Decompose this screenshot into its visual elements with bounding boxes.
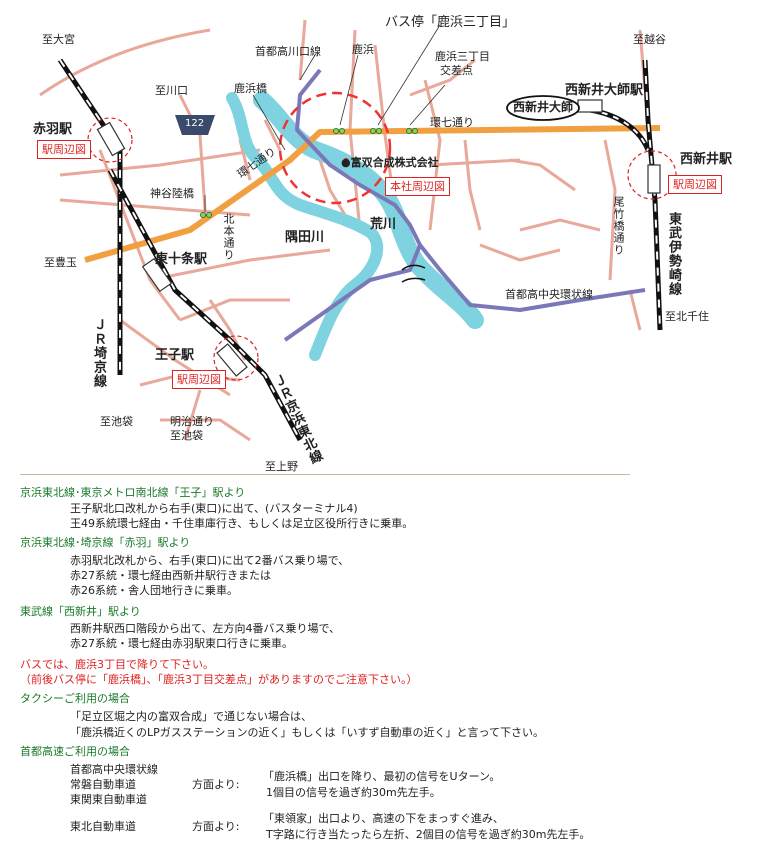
leader-lines [204,24,446,212]
label-nishiarai-station: 西新井駅 [680,152,733,167]
oji-line-1: 王子駅北口改札から右手(東口)に出て、(バスターミナル4) [70,502,358,515]
arakawa-river-path [253,91,484,329]
bridge-symbol [401,264,426,283]
label-kanshichi-east: 環七通り [430,116,474,129]
highway-b-route-1: 東北自動車道 [70,820,136,833]
company-marker [343,158,349,164]
akabane-line-1: 赤羽駅北改札から、右手(東口)に出て2番バス乗り場で、 [70,554,350,567]
label-to-ikebukuro: 至池袋 [100,415,133,428]
taxi-line-2: 「鹿浜橋近くのLPガスステーションの近く」もしくは「いすず自動車の近く」と言って… [70,726,544,739]
label-shuto-kawaguchi-line: 首都高川口線 [255,45,321,58]
highway-a-route-2: 常磐自動車道 [70,778,136,791]
label-company: ●富双合成株式会社 [341,156,439,169]
nishiarai-daishi-ellipse [506,95,580,121]
akabane-line-3: 赤26系統・舎人団地行きに乗車。 [70,584,238,597]
label-obitake-bashi-dori: 尾竹橋通り [612,196,625,256]
label-nishiarai-daishi-station: 西新井大師駅 [565,83,644,98]
highway-a-from: 方面より: [192,778,240,791]
local-roads [39,19,647,442]
map-graphics [39,19,677,442]
section-title-oji: 京浜東北線･東京メトロ南北線「王子」駅より [20,486,246,499]
label-arakawa: 荒川 [370,217,397,232]
nishiarai-line-2: 赤27系統・環七経由赤羽駅東口行きに乗車。 [70,637,293,650]
section-title-nishiarai: 東武線「西新井」駅より [20,605,141,618]
akabane-area-map-link[interactable]: 駅周辺図 [37,140,91,159]
oji-area-map-link[interactable]: 駅周辺図 [172,370,226,389]
label-jr-saikyo-line: ＪＲ埼京線 [91,318,106,388]
highway-a-route-1: 首都高中央環状線 [70,763,158,776]
taxi-line-1: 「足立区堀之内の富双合成」で通じない場合は、 [70,710,312,723]
label-intersection-l1: 鹿浜三丁目 [435,50,490,63]
label-kitahon-dori: 北本通り [222,213,235,261]
highway-a-route-3: 東関東自動車道 [70,793,147,806]
label-nishiarai-daishi: 西新井大師 [513,100,574,114]
bus-stop-markers [200,128,418,218]
hq-area-circle [278,91,392,205]
label-tobu-isesaki-line: 東武伊勢崎線 [666,212,681,296]
label-bus-stop-kanohama-3: バス停「鹿浜三丁目」 [385,15,516,30]
label-akabane-station: 赤羽駅 [33,122,73,137]
highway-a-desc-1: 「鹿浜橋」出口を降り、最初の信号をUターン。 [263,770,501,783]
label-to-toyotama: 至豊玉 [44,256,77,269]
label-kanohama-bridge: 鹿浜橋 [234,82,267,95]
label-to-omiya: 至大宮 [42,33,75,46]
label-higashi-jujo-station: 東十条駅 [155,252,208,267]
divider [20,474,630,475]
rivers [226,91,484,361]
hq-area-map-link[interactable]: 本社周辺図 [385,177,450,196]
highway-b-desc-2: T字路に行き当たったら左折、2個目の信号を過ぎ約30m先左手。 [266,828,591,841]
label-intersection-l2: 交差点 [440,64,473,77]
section-title-taxi: タクシーご利用の場合 [20,692,130,705]
label-oji-station: 王子駅 [155,348,195,363]
nishiarai-line-1: 西新井駅西口階段から出て、左方向4番バス乗り場で、 [70,622,341,635]
label-to-kawaguchi: 至川口 [155,84,188,97]
label-to-ikebukuro-2: 至池袋 [170,429,203,442]
label-to-koshigaya: 至越谷 [633,33,666,46]
bus-note-1: バスでは、鹿浜3丁目で降りて下さい。 [20,658,214,671]
label-route-122: 122 [185,118,205,129]
label-to-kitasenju: 至北千住 [665,310,709,323]
highway-a-desc-2: 1個目の信号を過ぎ約30m先左手。 [266,786,441,799]
highway-b-desc-1: 「東領家」出口より、高速の下をまっすぐ進み、 [263,812,504,825]
label-shuto-central-circular: 首都高中央環状線 [505,288,593,301]
route-map: 至大宮 至越谷 至川口 至豊玉 至北千住 至池袋 至上野 首都高川口線 鹿浜 鹿… [33,15,733,473]
section-title-akabane: 京浜東北線･埼京線「赤羽」駅より [20,536,191,549]
label-to-ueno: 至上野 [265,460,298,473]
label-kamiya-bridge: 神谷陸橋 [150,187,194,200]
akabane-line-2: 赤27系統・環七経由西新井駅行きまたは [70,569,271,582]
highway-b-from: 方面より: [192,820,240,833]
label-sumida-river: 隅田川 [285,230,325,245]
expressways [283,68,646,342]
bus-note-2: （前後バス停に「鹿浜橋」、「鹿浜3丁目交差点」がありますのでご注意下さい。） [20,673,418,686]
sumida-river-path [226,92,384,361]
label-kanohama: 鹿浜 [352,43,374,56]
route-122-shield [175,115,215,135]
oji-line-2: 王49系統環七経由・千住車庫行き、もしくは足立区役所行きに乗車。 [70,517,414,530]
label-meiji-dori: 明治通り [170,415,214,428]
kanshichi-dori [84,125,661,263]
section-title-highway: 首都高速ご利用の場合 [20,745,130,758]
nishiarai-area-map-link[interactable]: 駅周辺図 [668,175,722,194]
